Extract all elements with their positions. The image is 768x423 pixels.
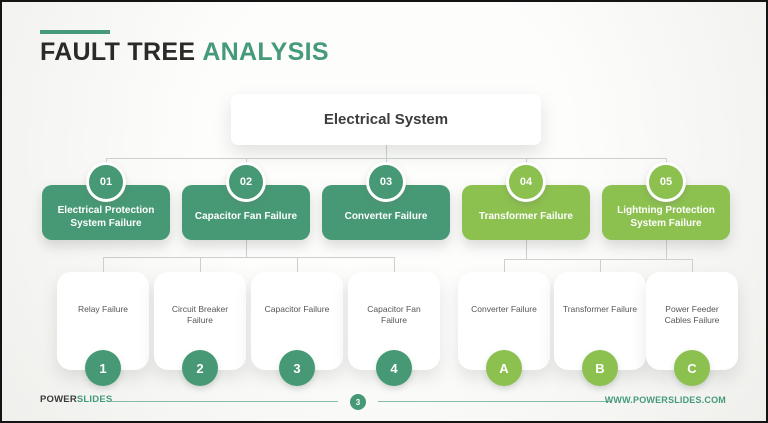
connector-left-leaf-bus bbox=[103, 257, 394, 258]
leaf-badge-2-text: 2 bbox=[196, 360, 204, 376]
page-number-badge: 3 bbox=[350, 394, 366, 410]
leaf-badge-b: B bbox=[582, 350, 618, 386]
connector-leafA-drop bbox=[504, 259, 505, 272]
leaf-label-2: Circuit Breaker Failure bbox=[171, 304, 229, 326]
branch-number-05: 05 bbox=[659, 176, 673, 188]
brand-logo-dark: POWER bbox=[40, 394, 77, 405]
branch-number-badge-05: 05 bbox=[646, 162, 686, 202]
branch-node-lightning-protection: 05 Lightning Protection System Failure bbox=[602, 162, 730, 240]
leaf-label-a: Converter Failure bbox=[471, 304, 537, 314]
branch-number-04: 04 bbox=[519, 176, 533, 188]
branch-label-02: Capacitor Fan Failure bbox=[194, 211, 298, 223]
brand-logo: POWERSLIDES bbox=[40, 394, 112, 405]
leaf-node-converter-failure: Converter Failure A bbox=[458, 272, 550, 386]
page-title-dark: FAULT TREE bbox=[40, 38, 196, 66]
leaf-badge-2: 2 bbox=[182, 350, 218, 386]
leaf-node-transformer-failure: Transformer Failure B bbox=[554, 272, 646, 386]
branch-label-03: Converter Failure bbox=[344, 211, 428, 223]
connector-root-drop bbox=[386, 145, 387, 158]
leaf-badge-c: C bbox=[674, 350, 710, 386]
branch-node-converter: 03 Converter Failure bbox=[322, 162, 450, 240]
leaf-label-3: Capacitor Failure bbox=[264, 304, 330, 314]
leaf-badge-3-text: 3 bbox=[293, 360, 301, 376]
connector-leaf1-drop bbox=[103, 257, 104, 272]
leaf-badge-4-text: 4 bbox=[390, 360, 398, 376]
page-title-green: ANALYSIS bbox=[202, 38, 329, 66]
branch-node-electrical-protection: 01 Electrical Protection System Failure bbox=[42, 162, 170, 240]
leaf-node-power-feeder-cables-failure: Power Feeder Cables Failure C bbox=[646, 272, 738, 386]
connector-leafC-drop bbox=[692, 259, 693, 272]
brand-logo-green: SLIDES bbox=[76, 394, 113, 405]
leaf-node-relay-failure: Relay Failure 1 bbox=[57, 272, 149, 386]
branch-number-badge-02: 02 bbox=[226, 162, 266, 202]
connector-branch2-down bbox=[246, 240, 247, 257]
root-node-electrical-system: Electrical System bbox=[231, 94, 541, 145]
leaf-badge-1-text: 1 bbox=[99, 360, 107, 376]
leaf-badge-c-text: C bbox=[687, 360, 697, 376]
leaf-node-capacitor-failure: Capacitor Failure 3 bbox=[251, 272, 343, 386]
footer-divider-left bbox=[110, 401, 338, 402]
page-number: 3 bbox=[355, 397, 361, 407]
website-link: WWW.POWERSLIDES.COM bbox=[604, 395, 726, 405]
title-accent-bar bbox=[40, 30, 110, 34]
leaf-label-b: Transformer Failure bbox=[562, 304, 638, 314]
connector-right-leaf-bus bbox=[504, 259, 692, 260]
branch-number-badge-04: 04 bbox=[506, 162, 546, 202]
root-node-label: Electrical System bbox=[323, 111, 449, 128]
footer-divider-right bbox=[378, 401, 612, 402]
leaf-node-circuit-breaker-failure: Circuit Breaker Failure 2 bbox=[154, 272, 246, 386]
branch-number-badge-01: 01 bbox=[86, 162, 126, 202]
connector-leaf4-drop bbox=[394, 257, 395, 272]
branch-label-05: Lightning Protection System Failure bbox=[617, 205, 715, 229]
leaf-node-capacitor-fan-failure: Capacitor Fan Failure 4 bbox=[348, 272, 440, 386]
connector-leaf2-drop bbox=[200, 257, 201, 272]
leaf-badge-b-text: B bbox=[595, 360, 605, 376]
connector-branch4-down bbox=[526, 240, 527, 259]
branch-number-03: 03 bbox=[379, 176, 393, 188]
leaf-label-1: Relay Failure bbox=[77, 304, 129, 314]
leaf-badge-1: 1 bbox=[85, 350, 121, 386]
connector-leafB-drop bbox=[600, 259, 601, 272]
connector-leaf3-drop bbox=[297, 257, 298, 272]
branch-node-capacitor-fan: 02 Capacitor Fan Failure bbox=[182, 162, 310, 240]
leaf-label-c: Power Feeder Cables Failure bbox=[664, 304, 720, 326]
leaf-badge-3: 3 bbox=[279, 350, 315, 386]
leaf-badge-4: 4 bbox=[376, 350, 412, 386]
branch-number-badge-03: 03 bbox=[366, 162, 406, 202]
leaf-badge-a: A bbox=[486, 350, 522, 386]
leaf-label-4: Capacitor Fan Failure bbox=[367, 304, 421, 326]
branch-label-01: Electrical Protection System Failure bbox=[57, 205, 155, 229]
branch-number-01: 01 bbox=[99, 176, 113, 188]
branch-label-04: Transformer Failure bbox=[479, 211, 573, 223]
branch-number-02: 02 bbox=[239, 176, 253, 188]
connector-branch5-down bbox=[666, 240, 667, 259]
leaf-badge-a-text: A bbox=[499, 360, 509, 376]
branch-node-transformer: 04 Transformer Failure bbox=[462, 162, 590, 240]
